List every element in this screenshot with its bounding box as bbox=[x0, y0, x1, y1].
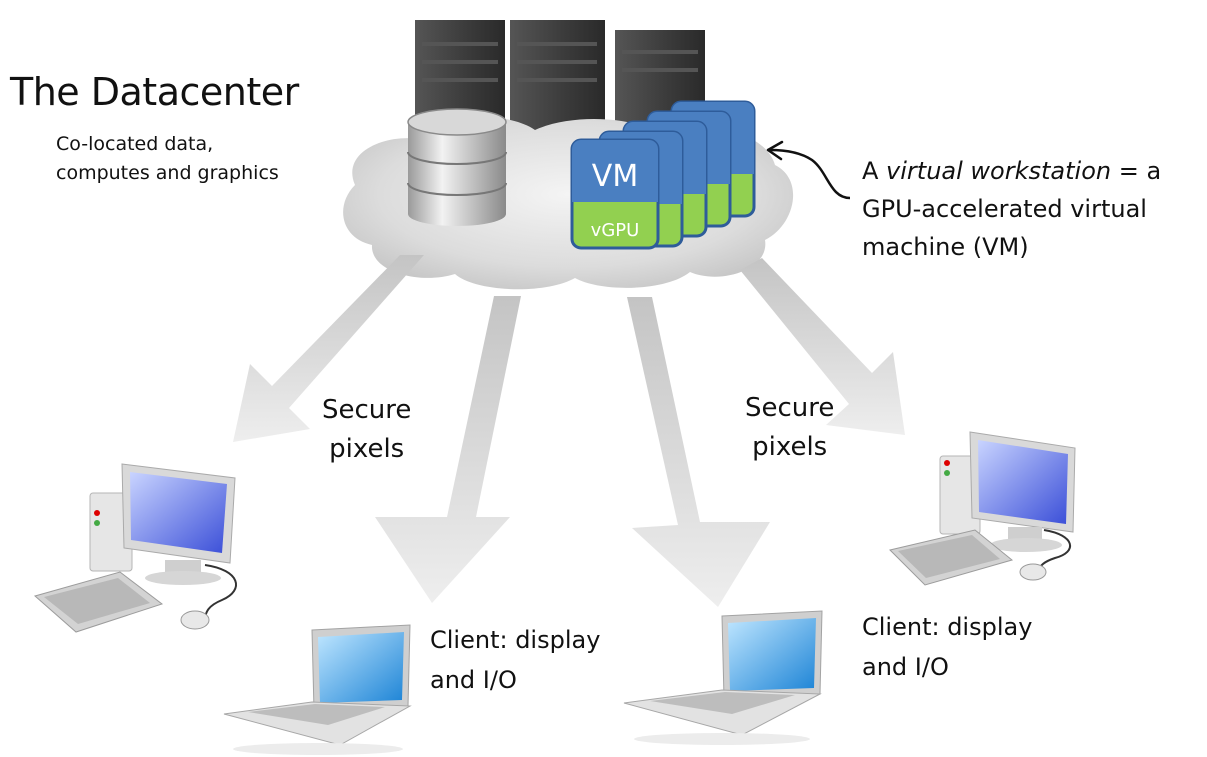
desktop-computer-icon bbox=[889, 431, 1076, 586]
secure-pixels-label: Secure pixels bbox=[745, 389, 834, 467]
virtual-workstation-callout: A virtual workstation = a GPU-accelerate… bbox=[862, 152, 1161, 266]
pixel-stream-arrow bbox=[627, 297, 770, 607]
label-line: Secure bbox=[745, 393, 835, 423]
vm-card-stack: VM vGPU bbox=[570, 100, 756, 250]
callout-suffix: = a bbox=[1111, 157, 1162, 185]
label-line: and I/O bbox=[862, 653, 949, 681]
label-line: and I/O bbox=[430, 666, 517, 694]
pixel-stream-arrow bbox=[740, 258, 905, 435]
pixel-stream-arrow bbox=[233, 255, 424, 442]
diagram-title: The Datacenter bbox=[10, 70, 299, 114]
label-line: Client: display bbox=[430, 626, 601, 654]
callout-emphasis: virtual workstation bbox=[886, 157, 1112, 185]
callout-prefix: A bbox=[862, 157, 887, 185]
callout-line: A virtual workstation = a bbox=[862, 152, 1161, 190]
pixel-stream-arrow bbox=[375, 296, 521, 603]
label-line: pixels bbox=[752, 432, 828, 462]
secure-pixels-label: Secure pixels bbox=[322, 391, 411, 469]
callout-line: GPU-accelerated virtual bbox=[862, 195, 1147, 223]
label-line: Secure bbox=[322, 395, 412, 425]
vm-label: VM bbox=[592, 159, 638, 194]
description-line: computes and graphics bbox=[56, 162, 279, 184]
label-line: pixels bbox=[329, 434, 405, 464]
client-label: Client: display and I/O bbox=[430, 620, 600, 700]
label-line: Client: display bbox=[862, 613, 1033, 641]
laptop-icon bbox=[223, 624, 412, 755]
client-label: Client: display and I/O bbox=[862, 607, 1032, 687]
description-line: Co-located data, bbox=[56, 133, 214, 155]
vm-card-front: VM vGPU bbox=[570, 138, 660, 250]
database-icon bbox=[407, 108, 507, 226]
callout-arrow-icon bbox=[766, 140, 851, 200]
callout-line: machine (VM) bbox=[862, 233, 1029, 261]
vgpu-label: vGPU bbox=[591, 220, 640, 241]
desktop-computer-icon bbox=[33, 463, 238, 633]
datacenter-description: Co-located data, computes and graphics bbox=[56, 130, 279, 188]
laptop-icon bbox=[623, 610, 823, 745]
